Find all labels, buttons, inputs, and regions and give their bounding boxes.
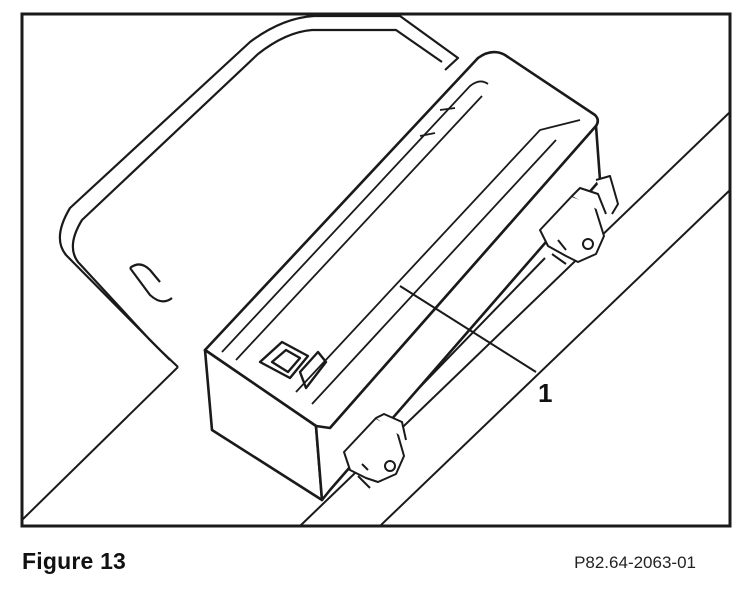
figure-border [20, 12, 732, 528]
figure-illustration: 1 [20, 12, 732, 528]
hold-down-clamp-front [343, 413, 407, 489]
battery-tray [58, 14, 460, 368]
vent-plug-icon [258, 340, 328, 390]
battery-top-details [221, 80, 581, 405]
tray-slot [129, 263, 173, 303]
battery-box [203, 50, 602, 502]
callout-1-leader [399, 285, 537, 373]
figure-reference-number: P82.64-2063-01 [574, 553, 696, 572]
figure-caption: Figure 13 [22, 548, 127, 574]
callout-1-label: 1 [538, 378, 552, 408]
hold-down-clamp-rear [539, 175, 619, 265]
